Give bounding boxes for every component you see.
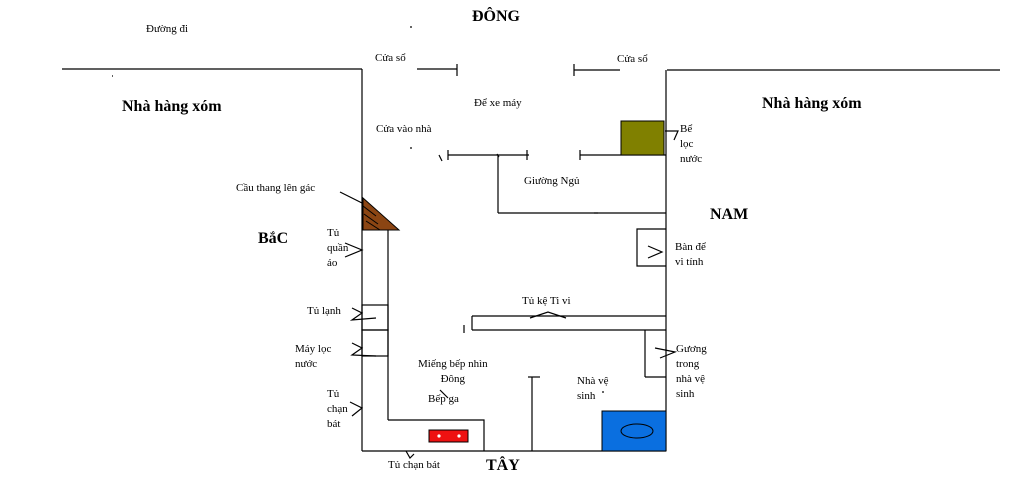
gas-stove-label: Bếp ga [428, 393, 459, 405]
callout-tv-shelf [529, 311, 567, 319]
callout-water-filter [350, 342, 377, 357]
entrance-label: Cửa vào nhà [376, 123, 432, 135]
dish-cabinet-bottom-label: Tủ chạn bát [388, 459, 440, 471]
callout-dish-bottom [405, 450, 415, 459]
callout-water-tank [665, 130, 679, 141]
window-right-label: Cửa sổ [617, 53, 648, 65]
tv-shelf-label: Tủ kệ Ti vi [522, 295, 571, 307]
road-label: Đường đi [146, 23, 189, 35]
direction-north: BắC [258, 230, 289, 247]
callout-wardrobe [344, 242, 364, 258]
kitchen-counter [388, 419, 485, 451]
computer-desk [636, 228, 666, 267]
neighbor-right-label: Nhà hàng xóm [762, 95, 862, 112]
bed-label: Giường Ngủ [524, 175, 580, 187]
callout-computer-desk [647, 245, 664, 259]
direction-east: ĐÔNG [472, 8, 520, 25]
neighbor-left-label: Nhà hàng xóm [122, 98, 222, 115]
callout-fridge [349, 307, 377, 321]
water-filter-box [361, 329, 389, 357]
direction-south: NAM [710, 206, 749, 223]
fridge-label: Tủ lạnh [307, 305, 341, 317]
direction-west: TÂY [486, 457, 520, 474]
gas-stove-shape [428, 429, 469, 443]
toilet-bowl [620, 423, 654, 439]
stairs-shape [362, 196, 401, 231]
callout-dish-left [349, 401, 364, 417]
callout-mirror [654, 347, 678, 359]
stairs-label: Cầu thang lên gác [236, 182, 316, 194]
water-tank-shape [620, 120, 665, 156]
callout-kitchen-tile [439, 389, 449, 399]
motorbike-parking-label: Để xe máy [474, 97, 522, 109]
window-left-label: Cửa sổ [375, 52, 406, 64]
